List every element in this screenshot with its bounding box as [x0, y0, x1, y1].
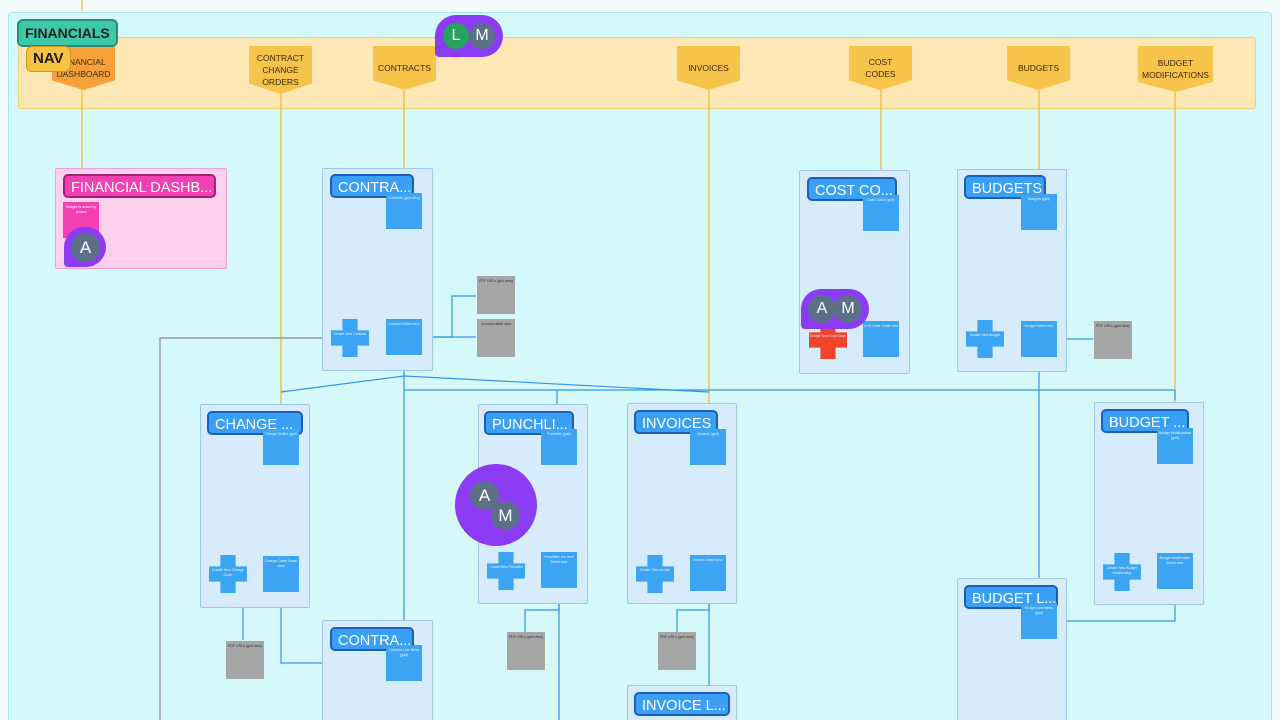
card-pdf-urls-punch[interactable]: PDF URLs (grid view) [507, 632, 545, 670]
nav-label: FINANCIAL DASHBOARD [56, 57, 111, 79]
nav-label: BUDGETS [1017, 63, 1060, 73]
nav-label: INVOICES [688, 63, 729, 73]
nav-contracts[interactable]: CONTRACTS [373, 46, 436, 90]
frame-title-budget-line-items[interactable]: BUDGET L... [964, 585, 1058, 609]
avatar[interactable]: M [491, 501, 520, 530]
card-budget-detail[interactable]: Budget Detail view [1021, 321, 1057, 357]
card-budget-mods-grid[interactable]: Budget Modifications (grid) [1157, 428, 1193, 464]
frame-title-contracts[interactable]: CONTRA... [330, 174, 414, 198]
nav-cost-codes[interactable]: COST CODES [849, 46, 912, 90]
nav-budget-modifications[interactable]: BUDGET MODIFICATIONS [1138, 46, 1213, 92]
nav-label: COST CODES [865, 57, 896, 79]
nav-label: CONTRACT CHANGE ORDERS [256, 53, 305, 87]
card-pdf-urls-invoice[interactable]: PDF URLs (grid view) [658, 632, 696, 670]
nav-section-label[interactable]: NAV [26, 46, 71, 72]
card-change-order-detail[interactable]: Change Order Detail view [263, 556, 299, 592]
avatar[interactable]: M [469, 23, 495, 49]
avatar[interactable]: A [71, 233, 100, 262]
avatar[interactable]: L [443, 23, 469, 49]
card-pdf-urls-budget[interactable]: PDF URLs (grid view) [1094, 321, 1132, 359]
card-invoices-grid[interactable]: Invoices (grid) [690, 429, 726, 465]
card-punchlist-grid[interactable]: Punchlist (grid) [541, 429, 577, 465]
frame-title-financial-dashboard[interactable]: FINANCIAL DASHB... [63, 174, 216, 198]
card-punchlist-item-detail[interactable]: Punchlist Line Item Detail view [541, 552, 577, 588]
nav-label: BUDGET MODIFICATIONS [1142, 58, 1209, 80]
nav-budgets[interactable]: BUDGETS [1007, 46, 1070, 90]
card-budget-mod-detail[interactable]: Budget Modification Detail view [1157, 553, 1193, 589]
card-account-detail[interactable]: Account detail view [477, 319, 515, 357]
avatar[interactable]: A [808, 295, 836, 323]
card-invoice-detail[interactable]: Invoice Detail view [690, 555, 726, 591]
card-cost-codes-grid[interactable]: Cost Codes (grid) [863, 195, 899, 231]
card-pdf-urls-change[interactable]: PDF URLs (grid view) [226, 641, 264, 679]
card-budgets-grid[interactable]: Budgets (grid) [1021, 194, 1057, 230]
nav-label: CONTRACTS [378, 63, 431, 73]
card-contract-line-grid[interactable]: Contract Line Items (grid) [386, 645, 422, 681]
card-budget-line-grid[interactable]: Budget Line Items (grid) [1021, 603, 1057, 639]
nav-contract-change-orders[interactable]: CONTRACT CHANGE ORDERS [249, 46, 312, 94]
card-change-orders-grid[interactable]: Change Orders (grid) [263, 429, 299, 465]
card-contract-detail[interactable]: Contract Detail view [386, 319, 422, 355]
card-pdf-urls-contract[interactable]: PDF URLs (grid view) [477, 276, 515, 314]
financials-section-label[interactable]: FINANCIALS [17, 19, 118, 47]
avatar[interactable]: M [834, 295, 862, 323]
card-cost-code-detail[interactable]: Cost Code Detail view [863, 321, 899, 357]
card-contracts-grid[interactable]: Contracts (grid view) [386, 193, 422, 229]
frame-title-invoice-line-items[interactable]: INVOICE L... [634, 692, 730, 716]
nav-invoices[interactable]: INVOICES [677, 46, 740, 90]
